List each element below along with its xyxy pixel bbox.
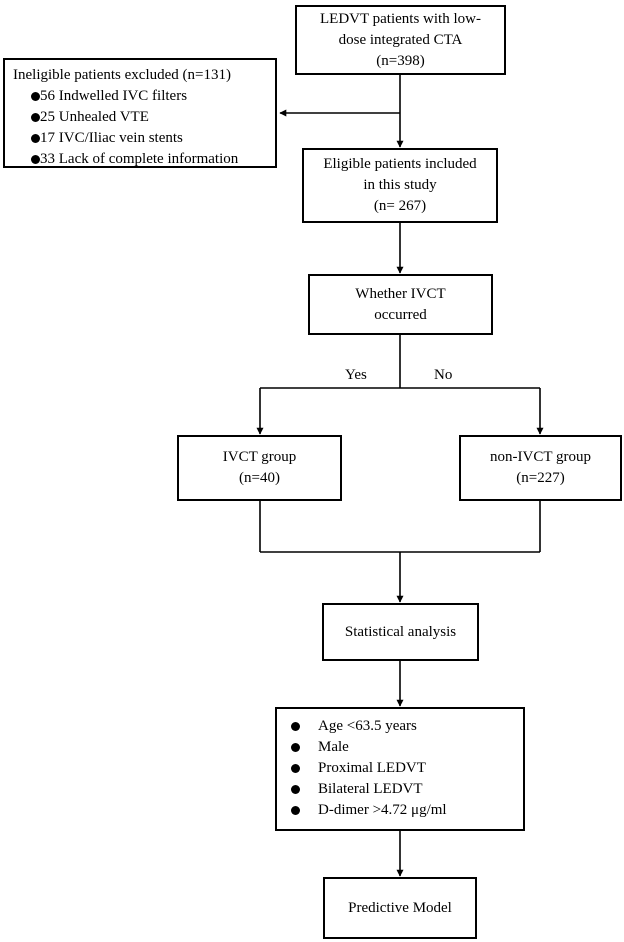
eligible-line-3: (n= 267)	[373, 198, 427, 214]
factor-item: Age <63.5 years	[291, 716, 513, 737]
excluded-item: 17 IVC/Iliac vein stents	[31, 128, 267, 149]
bullet-icon	[291, 785, 300, 794]
eligible-box: Eligible patients included in this study…	[302, 148, 498, 223]
model-box: Predictive Model	[323, 877, 477, 939]
question-line-2: occurred	[374, 306, 427, 323]
yes-label: Yes	[345, 367, 367, 383]
non-ivct-line-2: (n=227)	[516, 470, 565, 486]
start-line-2: dose integrated CTA	[338, 31, 463, 48]
excluded-box: Ineligible patients excluded (n=131) 56 …	[3, 58, 277, 168]
start-line-1: LEDVT patients with low-	[320, 10, 481, 27]
question-line-1: Whether IVCT	[355, 285, 446, 302]
factors-list: Age <63.5 years Male Proximal LEDVT Bila…	[291, 716, 513, 821]
excluded-item: 56 Indwelled IVC filters	[31, 86, 267, 107]
bullet-icon	[31, 113, 40, 122]
bullet-icon	[31, 155, 40, 164]
ivct-line-1: IVCT group	[222, 449, 297, 465]
analysis-line: Statistical analysis	[344, 623, 457, 640]
excluded-item: 33 Lack of complete information	[31, 149, 267, 170]
bullet-icon	[31, 134, 40, 143]
non-ivct-group-box: non-IVCT group (n=227)	[459, 435, 622, 501]
question-box: Whether IVCT occurred	[308, 274, 493, 335]
no-label: No	[434, 367, 453, 383]
factor-item: Proximal LEDVT	[291, 758, 513, 779]
excluded-list: 56 Indwelled IVC filters 25 Unhealed VTE…	[13, 86, 267, 170]
factor-item: D-dimer >4.72 μg/ml	[291, 800, 513, 821]
ivct-line-2: (n=40)	[239, 470, 280, 486]
non-ivct-line-1: non-IVCT group	[490, 449, 591, 465]
eligible-line-1: Eligible patients included	[323, 156, 477, 172]
ivct-group-box: IVCT group (n=40)	[177, 435, 342, 501]
bullet-icon	[291, 806, 300, 815]
bullet-icon	[291, 722, 300, 731]
start-line-3: (n=398)	[376, 52, 425, 69]
bullet-icon	[291, 743, 300, 752]
factor-item: Bilateral LEDVT	[291, 779, 513, 800]
bullet-icon	[291, 764, 300, 773]
factor-item: Male	[291, 737, 513, 758]
factors-box: Age <63.5 years Male Proximal LEDVT Bila…	[275, 707, 525, 831]
model-line: Predictive Model	[348, 899, 452, 916]
analysis-box: Statistical analysis	[322, 603, 479, 661]
excluded-title: Ineligible patients excluded (n=131)	[13, 67, 231, 83]
bullet-icon	[31, 92, 40, 101]
excluded-item: 25 Unhealed VTE	[31, 107, 267, 128]
eligible-line-2: in this study	[363, 177, 437, 193]
start-box: LEDVT patients with low- dose integrated…	[295, 5, 506, 75]
